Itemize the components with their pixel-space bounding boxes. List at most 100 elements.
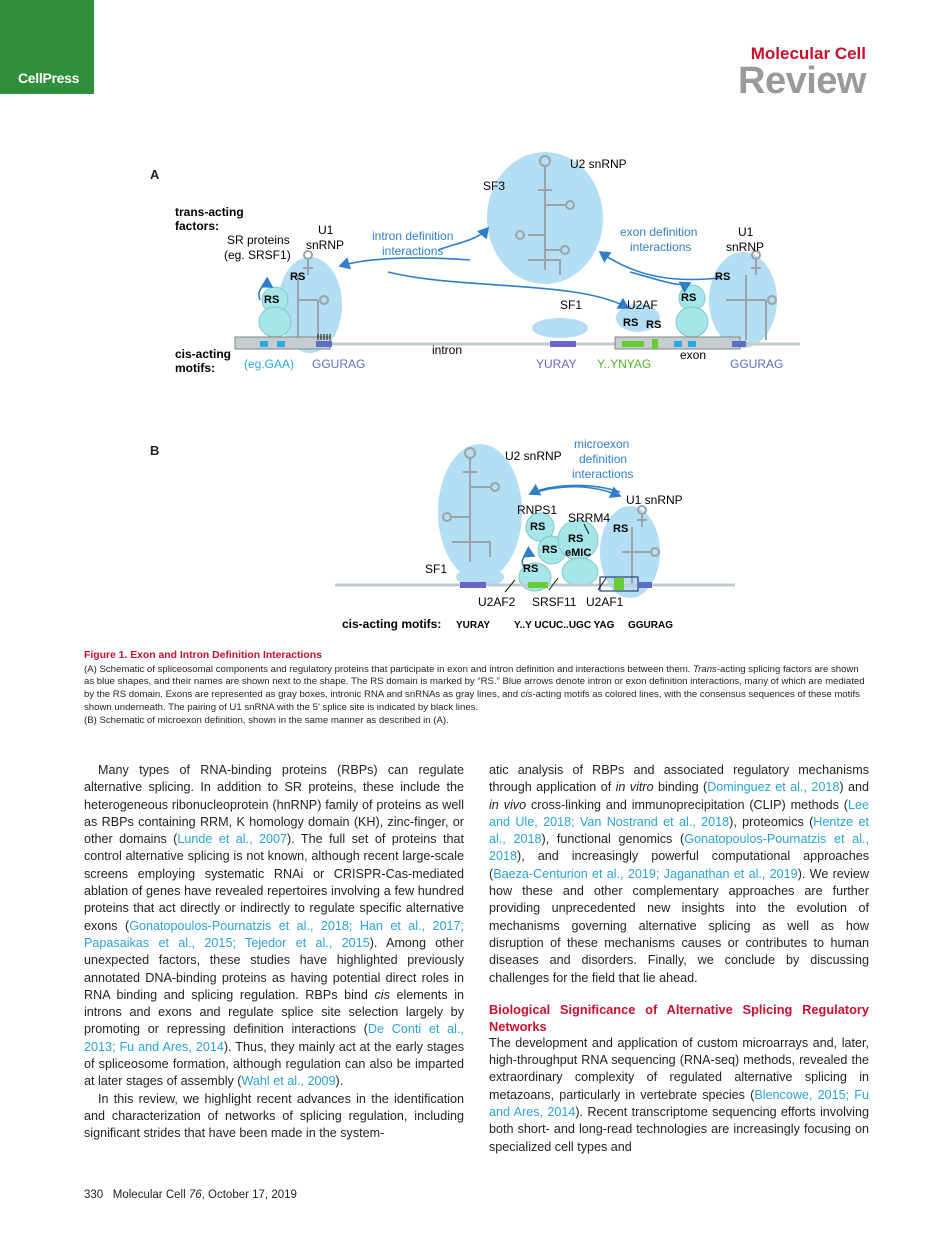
label-sf1-b: SF1 <box>425 562 447 576</box>
right-paragraph-2: The development and application of custo… <box>489 1035 869 1156</box>
footer-date: , October 17, 2019 <box>201 1189 297 1201</box>
right-p1-text-8: ). We review how these and other complem… <box>489 866 870 985</box>
label-ucuc-b: Y..Y UCUC..UGC YAG <box>514 620 615 631</box>
label-exon: exon <box>680 348 706 362</box>
label-rs-b1: RS <box>530 521 545 533</box>
label-microexon-1: microexon <box>574 437 629 451</box>
ref-blencowe-fu[interactable]: Blencowe, 2015; Fu and Ares, 2014 <box>489 1087 869 1120</box>
right-p1-text-4: cross-linking and immunoprecipitation (C… <box>526 797 848 812</box>
label-u1-left-1: U1 <box>318 223 334 237</box>
sr-rs-arrow <box>258 276 274 301</box>
label-rnps1: RNPS1 <box>517 503 557 517</box>
left-p1-text-5: ). Thus, they mainly act at the early st… <box>84 1039 464 1089</box>
right-p2-text-1: The development and application of custo… <box>489 1035 869 1102</box>
motif-gaa-1 <box>260 341 268 347</box>
motif-ynyag-1 <box>622 341 644 347</box>
left-paragraph-1: Many types of RNA-binding proteins (RBPs… <box>84 762 464 1091</box>
label-rs-b4: RS <box>542 544 557 556</box>
left-p1-text-3: ). Among other unexpected factors, these… <box>84 935 464 1002</box>
label-yuray-b: YURAY <box>456 620 490 631</box>
u2af1-pointer <box>597 577 607 591</box>
label-rs-6: RS <box>646 319 661 331</box>
u1-pairing-lines <box>317 334 331 340</box>
motif-yuray-b <box>460 582 486 588</box>
section-title: Review <box>738 60 866 102</box>
left-p1-text-1: Many types of RNA-binding proteins (RBPs… <box>84 763 464 847</box>
ref-baeza-jaganathan[interactable]: Baeza-Centurion et al., 2019; Jaganathan… <box>493 866 798 881</box>
ref-gonatopoulos-2018[interactable]: Gonatopoulos-Pournatzis et al., 2018 <box>489 832 869 864</box>
ref-lee-vannostrand[interactable]: Lee and Ule, 2018; Van Nostrand et al., … <box>489 797 869 829</box>
u2af1-body <box>561 557 599 587</box>
ref-dominguez-2018[interactable]: Dominguez et al., 2018 <box>707 780 840 795</box>
caption-a-text-3: -acting motifs as colored lines, with th… <box>84 689 860 713</box>
label-u2af2: U2AF2 <box>478 595 516 609</box>
to-sf3-arrow <box>437 226 490 251</box>
label-sr-proteins: SR proteins <box>227 233 290 247</box>
left-p1-text-4: elements in introns and exons and regula… <box>84 987 464 1037</box>
figure-caption: Figure 1. Exon and Intron Definition Int… <box>84 650 867 727</box>
exon-def-arrow <box>598 251 721 281</box>
cellpress-logo: CellPress <box>0 0 94 94</box>
motif-exon-2 <box>688 341 696 347</box>
label-u2-snrnp: U2 snRNP <box>570 157 627 171</box>
microexon-arrow-2 <box>529 485 622 499</box>
label-gg-left: GGURAG <box>312 357 365 371</box>
right-p1-text-7: ), and increasingly powerful computation… <box>489 849 869 881</box>
u2-snrna <box>515 155 575 275</box>
right-p1-invitro: in vitro <box>615 780 654 795</box>
srrm4-pointer <box>583 523 590 535</box>
label-u2af1: U2AF1 <box>586 595 624 609</box>
motif-gg-left <box>316 341 332 347</box>
label-intron-def-1: intron definition <box>372 229 453 243</box>
right-p1-invivo: in vivo <box>489 797 527 812</box>
motif-gg-right <box>732 341 746 347</box>
caption-title: Figure 1. Exon and Intron Definition Int… <box>84 650 322 661</box>
label-rs-3: RS <box>715 271 730 283</box>
ref-hentze-2018[interactable]: Hentze et al., 2018 <box>489 814 870 847</box>
label-u2af: U2AF <box>627 298 658 312</box>
logo-text: CellPress <box>18 70 80 86</box>
page-number: 330 <box>84 1189 104 1201</box>
label-u1-left-2: snRNP <box>306 238 344 252</box>
label-microexon-3: interactions <box>572 467 633 481</box>
ref-wahl-2009[interactable]: Wahl et al., 2009 <box>241 1074 336 1089</box>
left-paragraph-2: In this review, we highlight recent adva… <box>84 1091 464 1141</box>
right-p2-text-2: ). Recent transcriptome sequencing effor… <box>489 1105 869 1154</box>
caption-a-text-2: -acting splicing factors are shown as bl… <box>84 663 865 701</box>
label-rs-2: RS <box>264 294 279 306</box>
left-p1-text-2: ). The full set of proteins that control… <box>84 832 464 933</box>
left-p1-text-6: ). <box>335 1074 344 1089</box>
figure-panel-a: trans-acting factors: SR proteins (eg. S… <box>175 152 800 375</box>
left-p1-cis: cis <box>374 987 390 1002</box>
srsf11-pointer <box>548 577 559 591</box>
label-sf1: SF1 <box>560 298 582 312</box>
label-sf3: SF3 <box>483 179 505 193</box>
label-motifs: motifs: <box>175 361 215 375</box>
label-srrm4: SRRM4 <box>568 511 610 525</box>
microexon-motif <box>614 578 624 590</box>
caption-a-trans: Trans <box>693 663 717 675</box>
motif-yuray <box>550 341 576 347</box>
right-p1-text-3: ) and <box>839 780 869 795</box>
ref-gonatopoulos-han-papasaikas-tejedor[interactable]: Gonatopoulos-Pournatzis et al., 2018; Ha… <box>84 918 464 950</box>
motif-gaa-2 <box>277 341 285 347</box>
exon-def-arrow-2 <box>629 271 692 294</box>
section-heading: Biological Significance of Alternative S… <box>489 1001 869 1034</box>
panel-a-letter: A <box>150 167 160 182</box>
right-p1-text-1: atic analysis of RBPs and associated reg… <box>489 763 869 795</box>
label-trans-acting: trans-acting <box>175 205 244 219</box>
label-microexon-2: definition <box>579 452 627 466</box>
ref-deconti-fu[interactable]: De Conti et al., 2013; Fu and Ares, 2014 <box>84 1022 464 1054</box>
label-gg-right: GGURAG <box>730 357 783 371</box>
ref-lunde-2007[interactable]: Lunde et al., 2007 <box>177 832 288 847</box>
right-column: atic analysis of RBPs and associated reg… <box>489 762 869 1156</box>
motif-ynyag-2 <box>652 339 658 349</box>
label-cis-acting-b: cis-acting motifs: <box>342 617 441 631</box>
label-gg-b: GGURAG <box>628 620 673 631</box>
label-srsf1: (eg. SRSF1) <box>224 248 291 262</box>
right-p1-text-6: ), functional genomics ( <box>541 832 685 847</box>
rnps1-rs <box>525 512 555 542</box>
u1-snrna-b <box>622 505 660 587</box>
caption-a: (A) Schematic of spliceosomal components… <box>84 664 867 715</box>
u1-snrnp-left-blob <box>278 257 342 353</box>
